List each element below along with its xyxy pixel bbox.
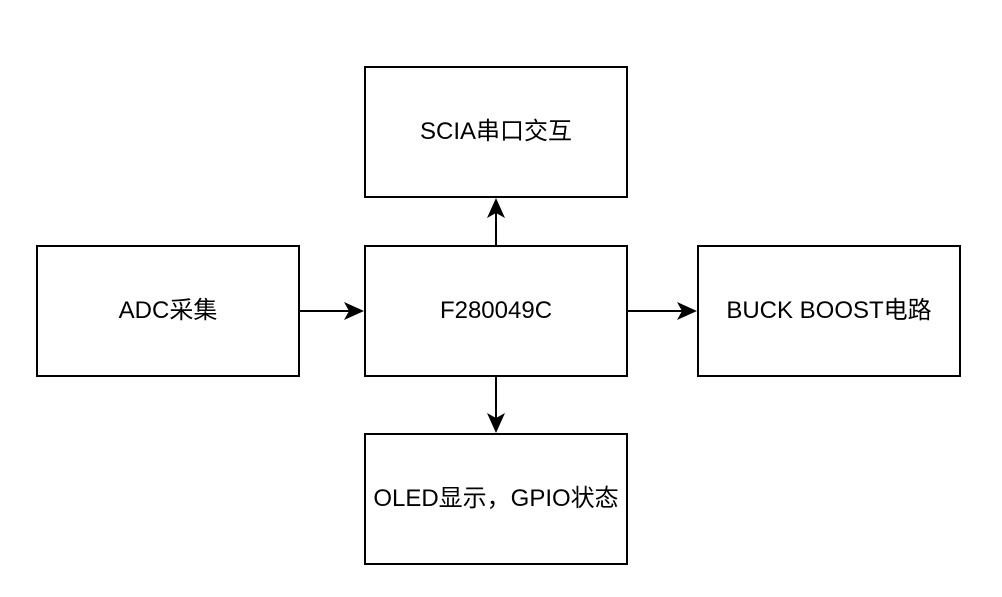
- node-oled-gpio: OLED显示，GPIO状态: [364, 433, 628, 565]
- node-label: OLED显示，GPIO状态: [373, 485, 619, 512]
- arrow-mcu-to-sci: [487, 198, 505, 245]
- node-adc: ADC采集: [36, 245, 300, 377]
- node-scia-serial: SCIA串口交互: [364, 66, 628, 198]
- node-buck-boost: BUCK BOOST电路: [697, 245, 961, 377]
- arrow-mcu-to-buck: [628, 302, 697, 320]
- node-label: BUCK BOOST电路: [726, 297, 932, 324]
- node-mcu: F280049C: [364, 245, 628, 377]
- node-label: ADC采集: [118, 297, 218, 324]
- node-label: SCIA串口交互: [419, 118, 572, 145]
- node-label: F280049C: [439, 297, 553, 324]
- arrow-mcu-to-oled: [487, 377, 505, 433]
- arrow-adc-to-mcu: [300, 302, 364, 320]
